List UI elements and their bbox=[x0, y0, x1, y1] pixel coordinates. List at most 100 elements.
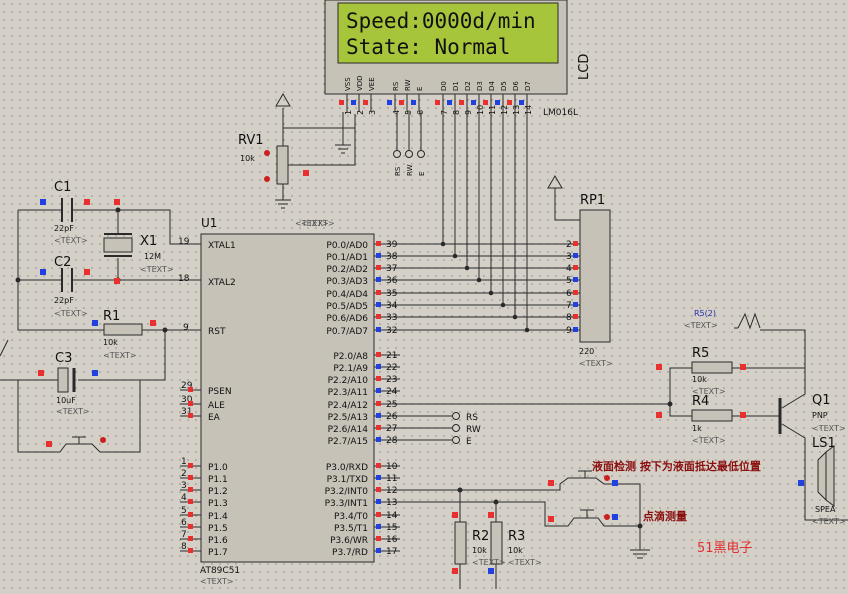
u1-pin-number: 15 bbox=[386, 523, 397, 533]
u1-pin-number: 1 bbox=[181, 457, 187, 467]
r5-text: <TEXT> bbox=[692, 387, 726, 396]
pin-marker bbox=[447, 100, 452, 105]
c3-body bbox=[57, 367, 69, 393]
reset-circuit[interactable]: R1 10k <TEXT> C3 10uF <TEXT> 9 bbox=[0, 309, 201, 453]
r5-value: 10k bbox=[692, 375, 707, 384]
lcd-screen bbox=[337, 2, 559, 64]
u1-pin-name: P2.2/A10 bbox=[328, 376, 369, 386]
probe-terminal bbox=[452, 436, 460, 444]
lcd-module[interactable]: Speed:0000d/min State: Normal LCD LM016L… bbox=[324, 0, 592, 118]
r3-body bbox=[490, 521, 503, 565]
u1-pin-name: P3.3/INT1 bbox=[325, 499, 368, 509]
u1-pin-name: P2.5/A13 bbox=[328, 413, 368, 423]
u1-pin-number: 34 bbox=[386, 301, 398, 311]
ls1-value: SPEA bbox=[815, 505, 836, 514]
r3-ref: R3 bbox=[508, 529, 525, 544]
pin-marker bbox=[471, 100, 476, 105]
r1-value: 10k bbox=[103, 338, 118, 347]
u1-pin-number: 10 bbox=[386, 462, 398, 472]
u1-pin-number: 28 bbox=[386, 436, 398, 446]
rp1-pin-number: 6 bbox=[566, 289, 572, 299]
u1-pin-number: 35 bbox=[386, 289, 397, 299]
u1-pin-name: P2.7/A15 bbox=[328, 437, 368, 447]
pin-marker bbox=[351, 100, 356, 105]
r5-body bbox=[691, 361, 733, 374]
ls1-ref: LS1 bbox=[812, 436, 836, 451]
x1-crystal bbox=[103, 237, 133, 253]
u1-pin-name: P1.1 bbox=[208, 475, 228, 485]
probe-label: RS bbox=[394, 166, 402, 176]
c2-text: <TEXT> bbox=[54, 309, 88, 318]
u1-microcontroller[interactable]: U1 AT89C51 <TEXT> <TEXT> XTAL1XTAL2RSTPS… bbox=[180, 216, 400, 586]
p2-control-label: RS bbox=[466, 413, 478, 423]
lcd-pin-label: D6 bbox=[512, 81, 520, 91]
pin-marker bbox=[411, 100, 416, 105]
c1-text: <TEXT> bbox=[54, 236, 88, 245]
probe-terminal bbox=[393, 150, 401, 158]
pin-marker bbox=[495, 100, 500, 105]
rp1-text: <TEXT> bbox=[579, 359, 613, 368]
pin-marker bbox=[387, 100, 392, 105]
sensor-switches[interactable]: R2 10k <TEXT> R3 10k <TEXT> 液面检测 按下为液面抵达… bbox=[400, 459, 761, 589]
u1-pin-name: PSEN bbox=[208, 387, 232, 397]
rp1-pin-number: 4 bbox=[566, 264, 572, 274]
r5-ref: R5 bbox=[692, 346, 709, 361]
r2-text: <TEXT> bbox=[472, 558, 506, 567]
u1-pin-number: 24 bbox=[386, 387, 398, 397]
lcd-pin-label: VDD bbox=[356, 75, 364, 91]
c2-ref: C2 bbox=[54, 255, 71, 270]
lcd-pin-number: 8 bbox=[452, 110, 461, 115]
u1-pin-name: P1.2 bbox=[208, 487, 228, 497]
u1-pin-number: 32 bbox=[386, 326, 397, 336]
probe-terminal bbox=[452, 424, 460, 432]
rp1-pin-number: 3 bbox=[566, 252, 572, 262]
u1-pin-number: 8 bbox=[181, 542, 187, 552]
rp1-pin-number: 8 bbox=[566, 313, 572, 323]
u1-pin-number: 6 bbox=[181, 518, 187, 528]
u1-pin-name: P0.3/AD3 bbox=[326, 277, 368, 287]
r2-body bbox=[454, 521, 467, 565]
lcd-pin-number: 2 bbox=[356, 110, 365, 115]
u1-body bbox=[200, 233, 375, 563]
probe-terminal bbox=[417, 150, 425, 158]
lcd-pin-number: 14 bbox=[524, 105, 533, 115]
r1-ref: R1 bbox=[103, 309, 120, 324]
u1-pin-name: P1.3 bbox=[208, 499, 228, 509]
rp1-pin-number: 2 bbox=[566, 240, 572, 250]
u1-pin-number: 3 bbox=[181, 481, 187, 491]
lcd-pin-label: VSS bbox=[344, 77, 352, 91]
rp1-pin-number: 7 bbox=[566, 301, 572, 311]
u1-pin-number: 31 bbox=[181, 407, 192, 417]
x1-ref: X1 bbox=[140, 234, 157, 249]
u1-pin-name: P3.6/WR bbox=[330, 536, 368, 546]
u1-text: <TEXT> bbox=[301, 219, 335, 228]
u1-pin-number: 38 bbox=[386, 252, 398, 262]
u1-pin-name: P0.4/AD4 bbox=[326, 290, 368, 300]
u1-pin-number: 37 bbox=[386, 264, 397, 274]
rv1-potentiometer[interactable]: RV1 10k <TEXT> bbox=[238, 93, 356, 228]
buzzer-driver[interactable]: R5 10k <TEXT> R5(2) <TEXT> R4 1k <TEXT> … bbox=[400, 309, 848, 526]
u1-pin-number: 22 bbox=[386, 363, 397, 373]
u1-pin-number: 21 bbox=[386, 351, 397, 361]
lcd-pin-label: RS bbox=[392, 81, 400, 91]
lcd-pin-number: 11 bbox=[488, 105, 497, 115]
crystal-circuit[interactable]: C1 22pF <TEXT> C2 22pF <TEXT> X1 12M <TE… bbox=[15, 180, 202, 331]
pin-marker bbox=[483, 100, 488, 105]
x1-value: 12M bbox=[144, 252, 161, 261]
r1-body bbox=[103, 323, 143, 336]
c1-plates bbox=[61, 198, 73, 222]
u1-pin-number: 4 bbox=[181, 493, 187, 503]
p2-control-label: E bbox=[466, 437, 472, 447]
pin-marker bbox=[519, 100, 524, 105]
probe-terminal bbox=[452, 412, 460, 420]
lcd-ref: LCD bbox=[577, 54, 592, 80]
u1-part: AT89C51 bbox=[200, 566, 240, 576]
ls1-text: <TEXT> bbox=[812, 517, 846, 526]
u1-pin-name: P2.0/A8 bbox=[333, 352, 368, 362]
svg-text:9: 9 bbox=[183, 323, 189, 333]
pin-marker bbox=[339, 100, 344, 105]
reset-button bbox=[59, 436, 101, 453]
u1-pin-number: 23 bbox=[386, 375, 397, 385]
